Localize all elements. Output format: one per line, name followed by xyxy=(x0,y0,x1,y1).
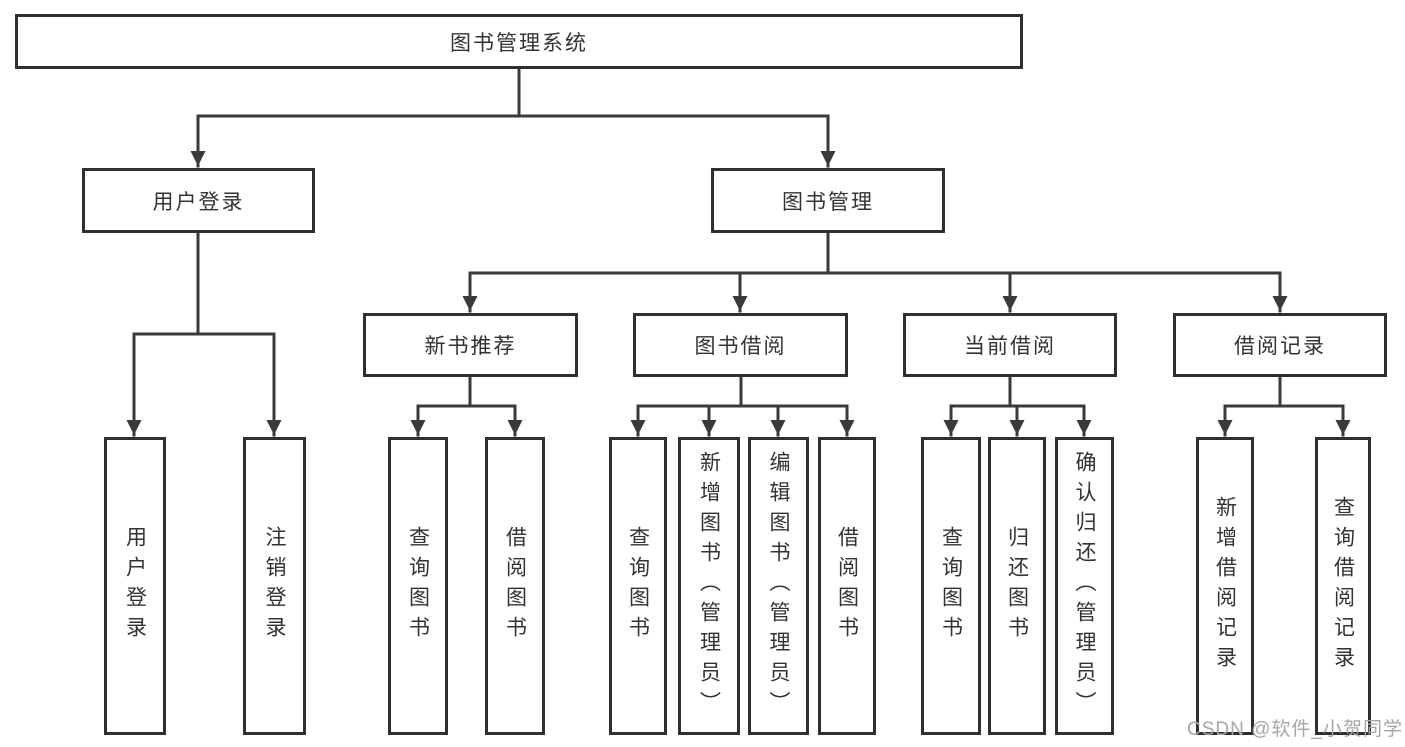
node-label: 新书推荐 xyxy=(424,335,517,358)
node-label: 当前借阅 xyxy=(964,335,1056,358)
node-book-management: 图书管理 xyxy=(711,168,945,233)
leaf-logout: 注销登录 xyxy=(243,437,306,735)
node-label: 借阅图书 xyxy=(835,526,859,646)
node-book-borrow: 图书借阅 xyxy=(633,313,848,377)
node-label: 确认归还（管理员） xyxy=(1073,451,1096,721)
leaf-borrow-books-recommend: 借阅图书 xyxy=(485,437,545,735)
node-label: 查询图书 xyxy=(939,526,963,646)
node-label: 新增借阅记录 xyxy=(1213,496,1237,676)
node-label: 注销登录 xyxy=(263,526,286,646)
node-root: 图书管理系统 xyxy=(15,14,1023,69)
node-label: 查询图书 xyxy=(406,526,430,646)
leaf-borrow-books: 借阅图书 xyxy=(818,437,876,735)
leaf-edit-books-admin: 编辑图书（管理员） xyxy=(748,437,809,735)
leaf-add-books-admin: 新增图书（管理员） xyxy=(678,437,740,735)
leaf-query-books-current: 查询图书 xyxy=(921,437,981,735)
leaf-confirm-return-admin: 确认归还（管理员） xyxy=(1055,437,1114,735)
node-user-login: 用户登录 xyxy=(82,168,315,233)
leaf-query-books-recommend: 查询图书 xyxy=(388,437,448,735)
node-label: 图书借阅 xyxy=(694,335,787,358)
node-label: 用户登录 xyxy=(152,190,245,214)
node-label: 编辑图书（管理员） xyxy=(767,451,790,721)
node-label: 新增图书（管理员） xyxy=(697,451,721,721)
node-label: 借阅图书 xyxy=(503,526,527,646)
node-label: 查询图书 xyxy=(626,526,650,646)
node-label: 用户登录 xyxy=(123,526,147,646)
leaf-query-borrow-record: 查询借阅记录 xyxy=(1315,437,1371,735)
watermark: CSDN @软件_小贺同学 xyxy=(1187,719,1403,740)
node-label: 图书管理 xyxy=(782,190,874,214)
leaf-return-books: 归还图书 xyxy=(988,437,1046,735)
node-label: 归还图书 xyxy=(1005,526,1029,646)
leaf-query-books-borrow: 查询图书 xyxy=(609,437,667,735)
node-label: 图书管理系统 xyxy=(450,31,588,55)
node-borrow-records: 借阅记录 xyxy=(1173,313,1387,377)
leaf-add-borrow-record: 新增借阅记录 xyxy=(1196,437,1254,735)
leaf-user-login: 用户登录 xyxy=(104,437,166,735)
node-label: 借阅记录 xyxy=(1234,335,1326,358)
node-current-borrow: 当前借阅 xyxy=(903,313,1117,377)
node-label: 查询借阅记录 xyxy=(1331,496,1355,676)
node-new-book-recommend: 新书推荐 xyxy=(363,313,578,377)
